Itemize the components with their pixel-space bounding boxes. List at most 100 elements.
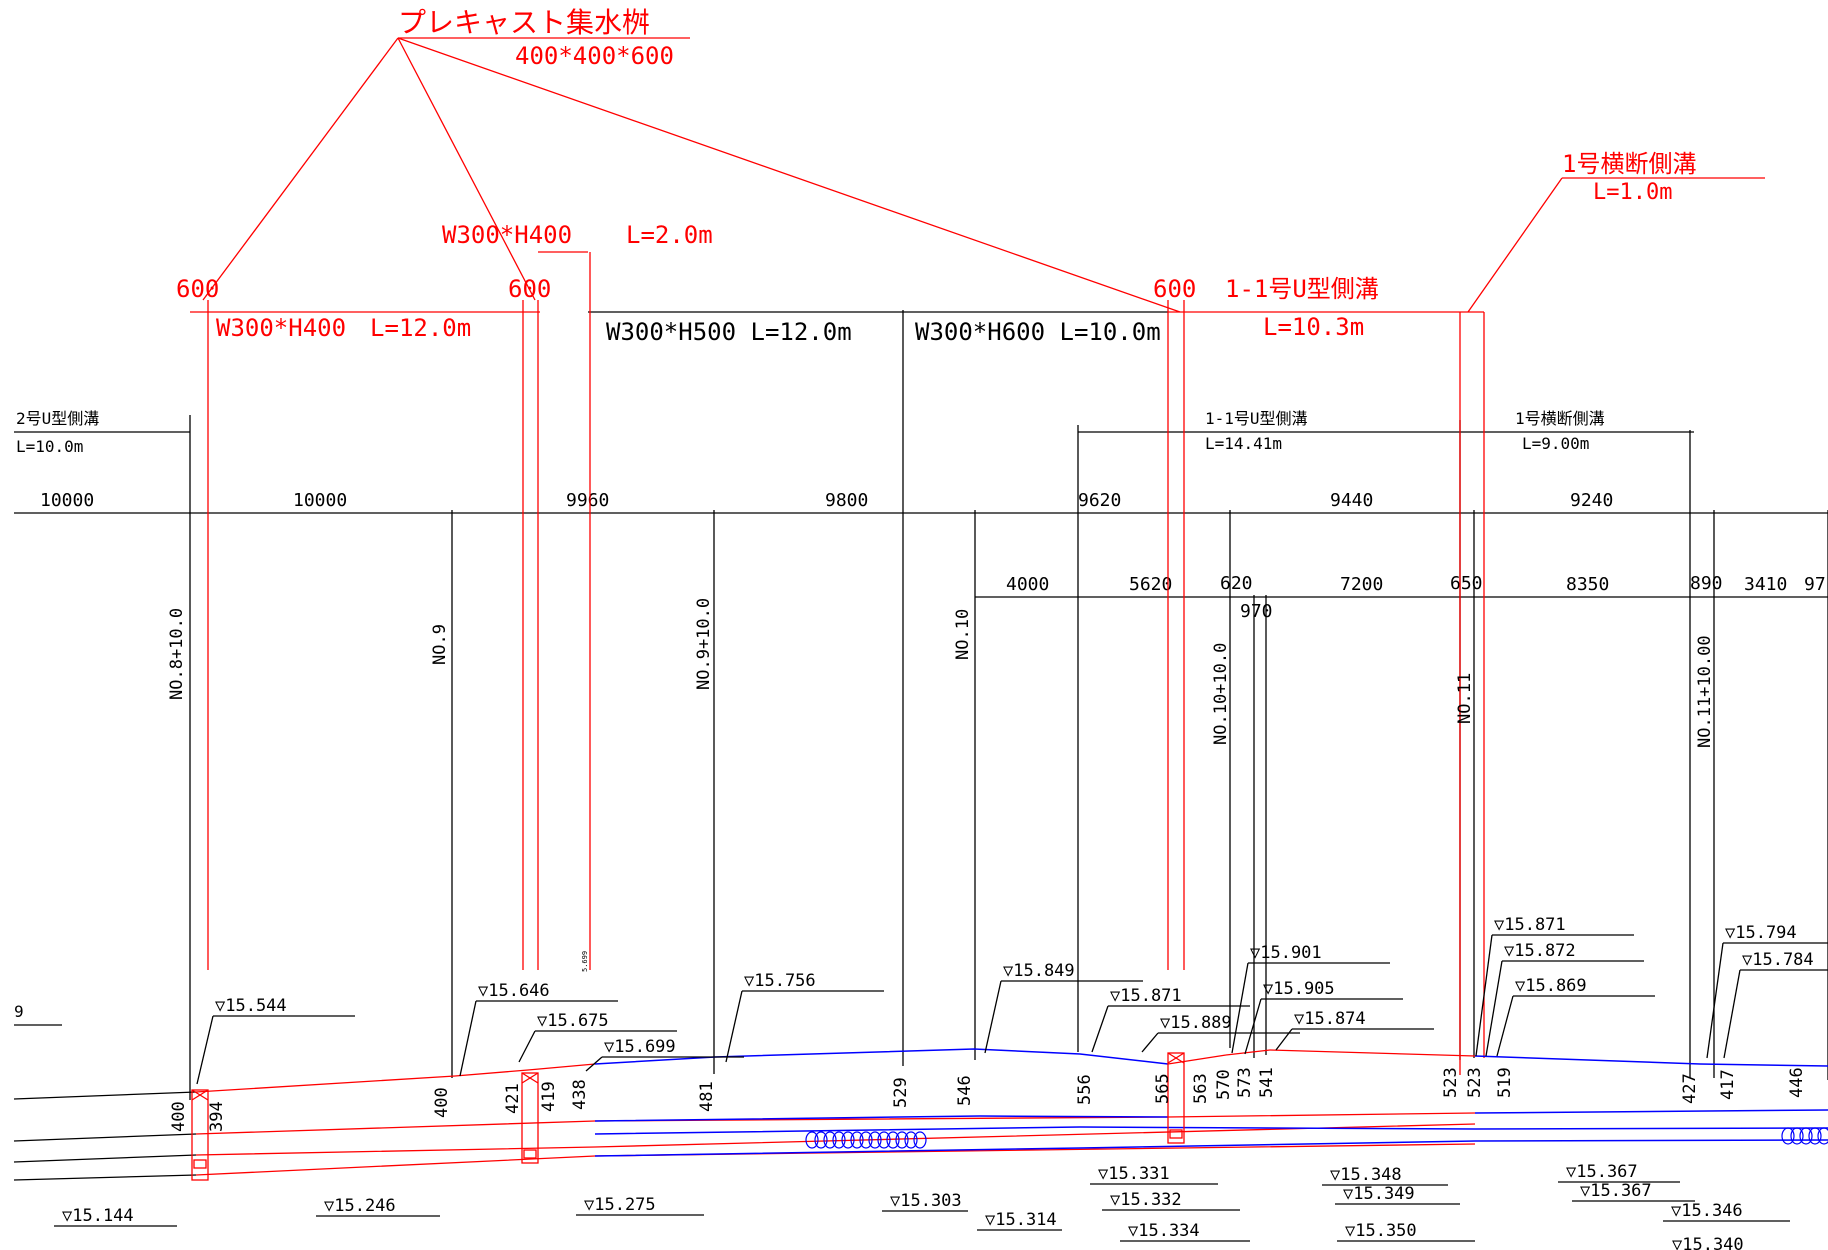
depth-label: 519 <box>1495 1067 1515 1098</box>
top-elevation: ▽15.784 <box>1742 950 1814 970</box>
ditch-b-length: L=2.0m <box>626 221 713 249</box>
coil-loop <box>868 1131 882 1149</box>
coil-loop <box>805 1131 819 1149</box>
top-elevation: ▽15.869 <box>1515 976 1587 996</box>
catch-basin <box>521 1072 539 1164</box>
bottom-elevation: ▽15.334 <box>1128 1221 1200 1241</box>
bottom-elevation: ▽15.332 <box>1110 1190 1182 1210</box>
top-elevation: ▽15.544 <box>215 996 287 1016</box>
depth-label: 529 <box>891 1077 911 1108</box>
bottom-elevation: ▽15.246 <box>324 1196 396 1216</box>
bottom-elevation: ▽15.275 <box>584 1195 656 1215</box>
bottom-elevation: ▽15.367 <box>1566 1162 1638 1182</box>
station-label: NO.11+10.00 <box>1695 635 1715 748</box>
depth-label: 556 <box>1075 1074 1095 1105</box>
station-label: NO.10 <box>953 609 973 660</box>
bottom-elevation: ▽15.349 <box>1343 1184 1415 1204</box>
top-elevation: ▽15.756 <box>744 971 816 991</box>
coil-loop <box>904 1131 918 1149</box>
span-label: 9620 <box>1078 490 1121 511</box>
coil-loop <box>1781 1127 1795 1145</box>
top-elevation: ▽15.905 <box>1263 979 1335 999</box>
coil-loop <box>841 1131 855 1149</box>
span-label: 97 <box>1804 574 1826 595</box>
depth-label: 446 <box>1787 1067 1807 1098</box>
u-ditch-11-len: L=10.3m <box>1263 313 1364 341</box>
station-label: NO.9 <box>430 624 450 665</box>
cross-ditch-callout: 1号横断側溝 L=1.0m <box>1467 150 1765 313</box>
span-label: 4000 <box>1006 574 1049 595</box>
bottom-elevation-labels: ▽15.144▽15.246▽15.275▽15.303▽15.314▽15.3… <box>54 1162 1790 1250</box>
depth-label: 481 <box>697 1081 717 1112</box>
depth-label: 563 <box>1191 1073 1211 1104</box>
top-elevation: ▽15.849 <box>1003 961 1075 981</box>
catch-basin-callout: プレキャスト集水桝 400*400*600 <box>202 6 1181 313</box>
station-lines <box>189 252 1828 1100</box>
bottom-elevation: ▽15.331 <box>1098 1164 1170 1184</box>
coil-loop <box>850 1131 864 1149</box>
cross-title: 1号横断側溝 <box>1515 409 1605 428</box>
depth-label: 400 <box>169 1101 189 1132</box>
span-label: 9960 <box>566 490 609 511</box>
depth-label: 427 <box>1680 1073 1700 1104</box>
u2-len: L=10.0m <box>16 437 83 456</box>
u11-title: 1-1号U型側溝 <box>1205 409 1308 428</box>
span-label: 3410 <box>1744 574 1787 595</box>
station-label: NO.8+10.0 <box>167 608 187 700</box>
span-label: 970 <box>1240 601 1273 622</box>
cross-ditch-len: L=1.0m <box>1593 180 1672 205</box>
span-label: 890 <box>1690 573 1723 594</box>
span-label: 9240 <box>1570 490 1613 511</box>
top-elevation: ▽15.675 <box>537 1011 609 1031</box>
tiny-note: 5.699 <box>581 951 589 972</box>
coil-loop <box>859 1131 873 1149</box>
ditch-c-label: W300*H500 L=12.0m <box>606 318 852 346</box>
top-elevation: ▽15.872 <box>1504 941 1576 961</box>
depth-label: 438 <box>570 1079 590 1110</box>
leader-line <box>202 37 399 301</box>
coil-loop <box>1799 1127 1813 1145</box>
ditch-d-label: W300*H600 L=10.0m <box>915 318 1161 346</box>
depth-label: 541 <box>1257 1067 1277 1098</box>
coil-loop <box>895 1131 909 1149</box>
depth-label: 546 <box>955 1075 975 1106</box>
coil-loop <box>877 1131 891 1149</box>
left-edge-number: 9 <box>14 1002 24 1021</box>
depth-label: 417 <box>1718 1069 1738 1100</box>
gravel-coil-pattern <box>805 1127 1828 1149</box>
cross-ditch-title: 1号横断側溝 <box>1562 150 1696 178</box>
bottom-elevation: ▽15.367 <box>1580 1181 1652 1201</box>
span-label: 9800 <box>825 490 868 511</box>
coil-loop <box>886 1131 900 1149</box>
coil-loop <box>823 1131 837 1149</box>
coil-loop <box>1817 1127 1828 1145</box>
u11-len: L=14.41m <box>1205 434 1282 453</box>
leader-line <box>397 37 1181 313</box>
bottom-elevation: ▽15.340 <box>1672 1235 1744 1250</box>
span-label: 10000 <box>293 490 347 511</box>
coil-loop <box>1790 1127 1804 1145</box>
top-elevation-labels: ▽15.544▽15.646▽15.675▽15.699▽15.756▽15.8… <box>196 915 1828 1085</box>
depth-label: 400 <box>432 1087 452 1118</box>
catch-basin <box>191 1089 209 1181</box>
leader-line <box>1467 177 1563 313</box>
bottom-elevation: ▽15.346 <box>1671 1201 1743 1221</box>
ditch-a-label: W300*H400 L=12.0m <box>216 314 471 342</box>
bottom-elevation: ▽15.350 <box>1345 1221 1417 1241</box>
top-elevation: ▽15.874 <box>1294 1009 1366 1029</box>
coil-loop <box>832 1131 846 1149</box>
span-label: 7200 <box>1340 574 1383 595</box>
depth-label: 419 <box>539 1081 559 1112</box>
u2-title: 2号U型側溝 <box>16 409 99 428</box>
catch-basin-title: プレキャスト集水桝 <box>398 6 650 39</box>
bottom-elevation: ▽15.348 <box>1330 1165 1402 1185</box>
station-label: NO.10+10.0 <box>1211 643 1231 745</box>
span-label: 8350 <box>1566 574 1609 595</box>
basin-width-3: 600 <box>1153 275 1196 303</box>
depth-label: 573 <box>1235 1067 1255 1098</box>
